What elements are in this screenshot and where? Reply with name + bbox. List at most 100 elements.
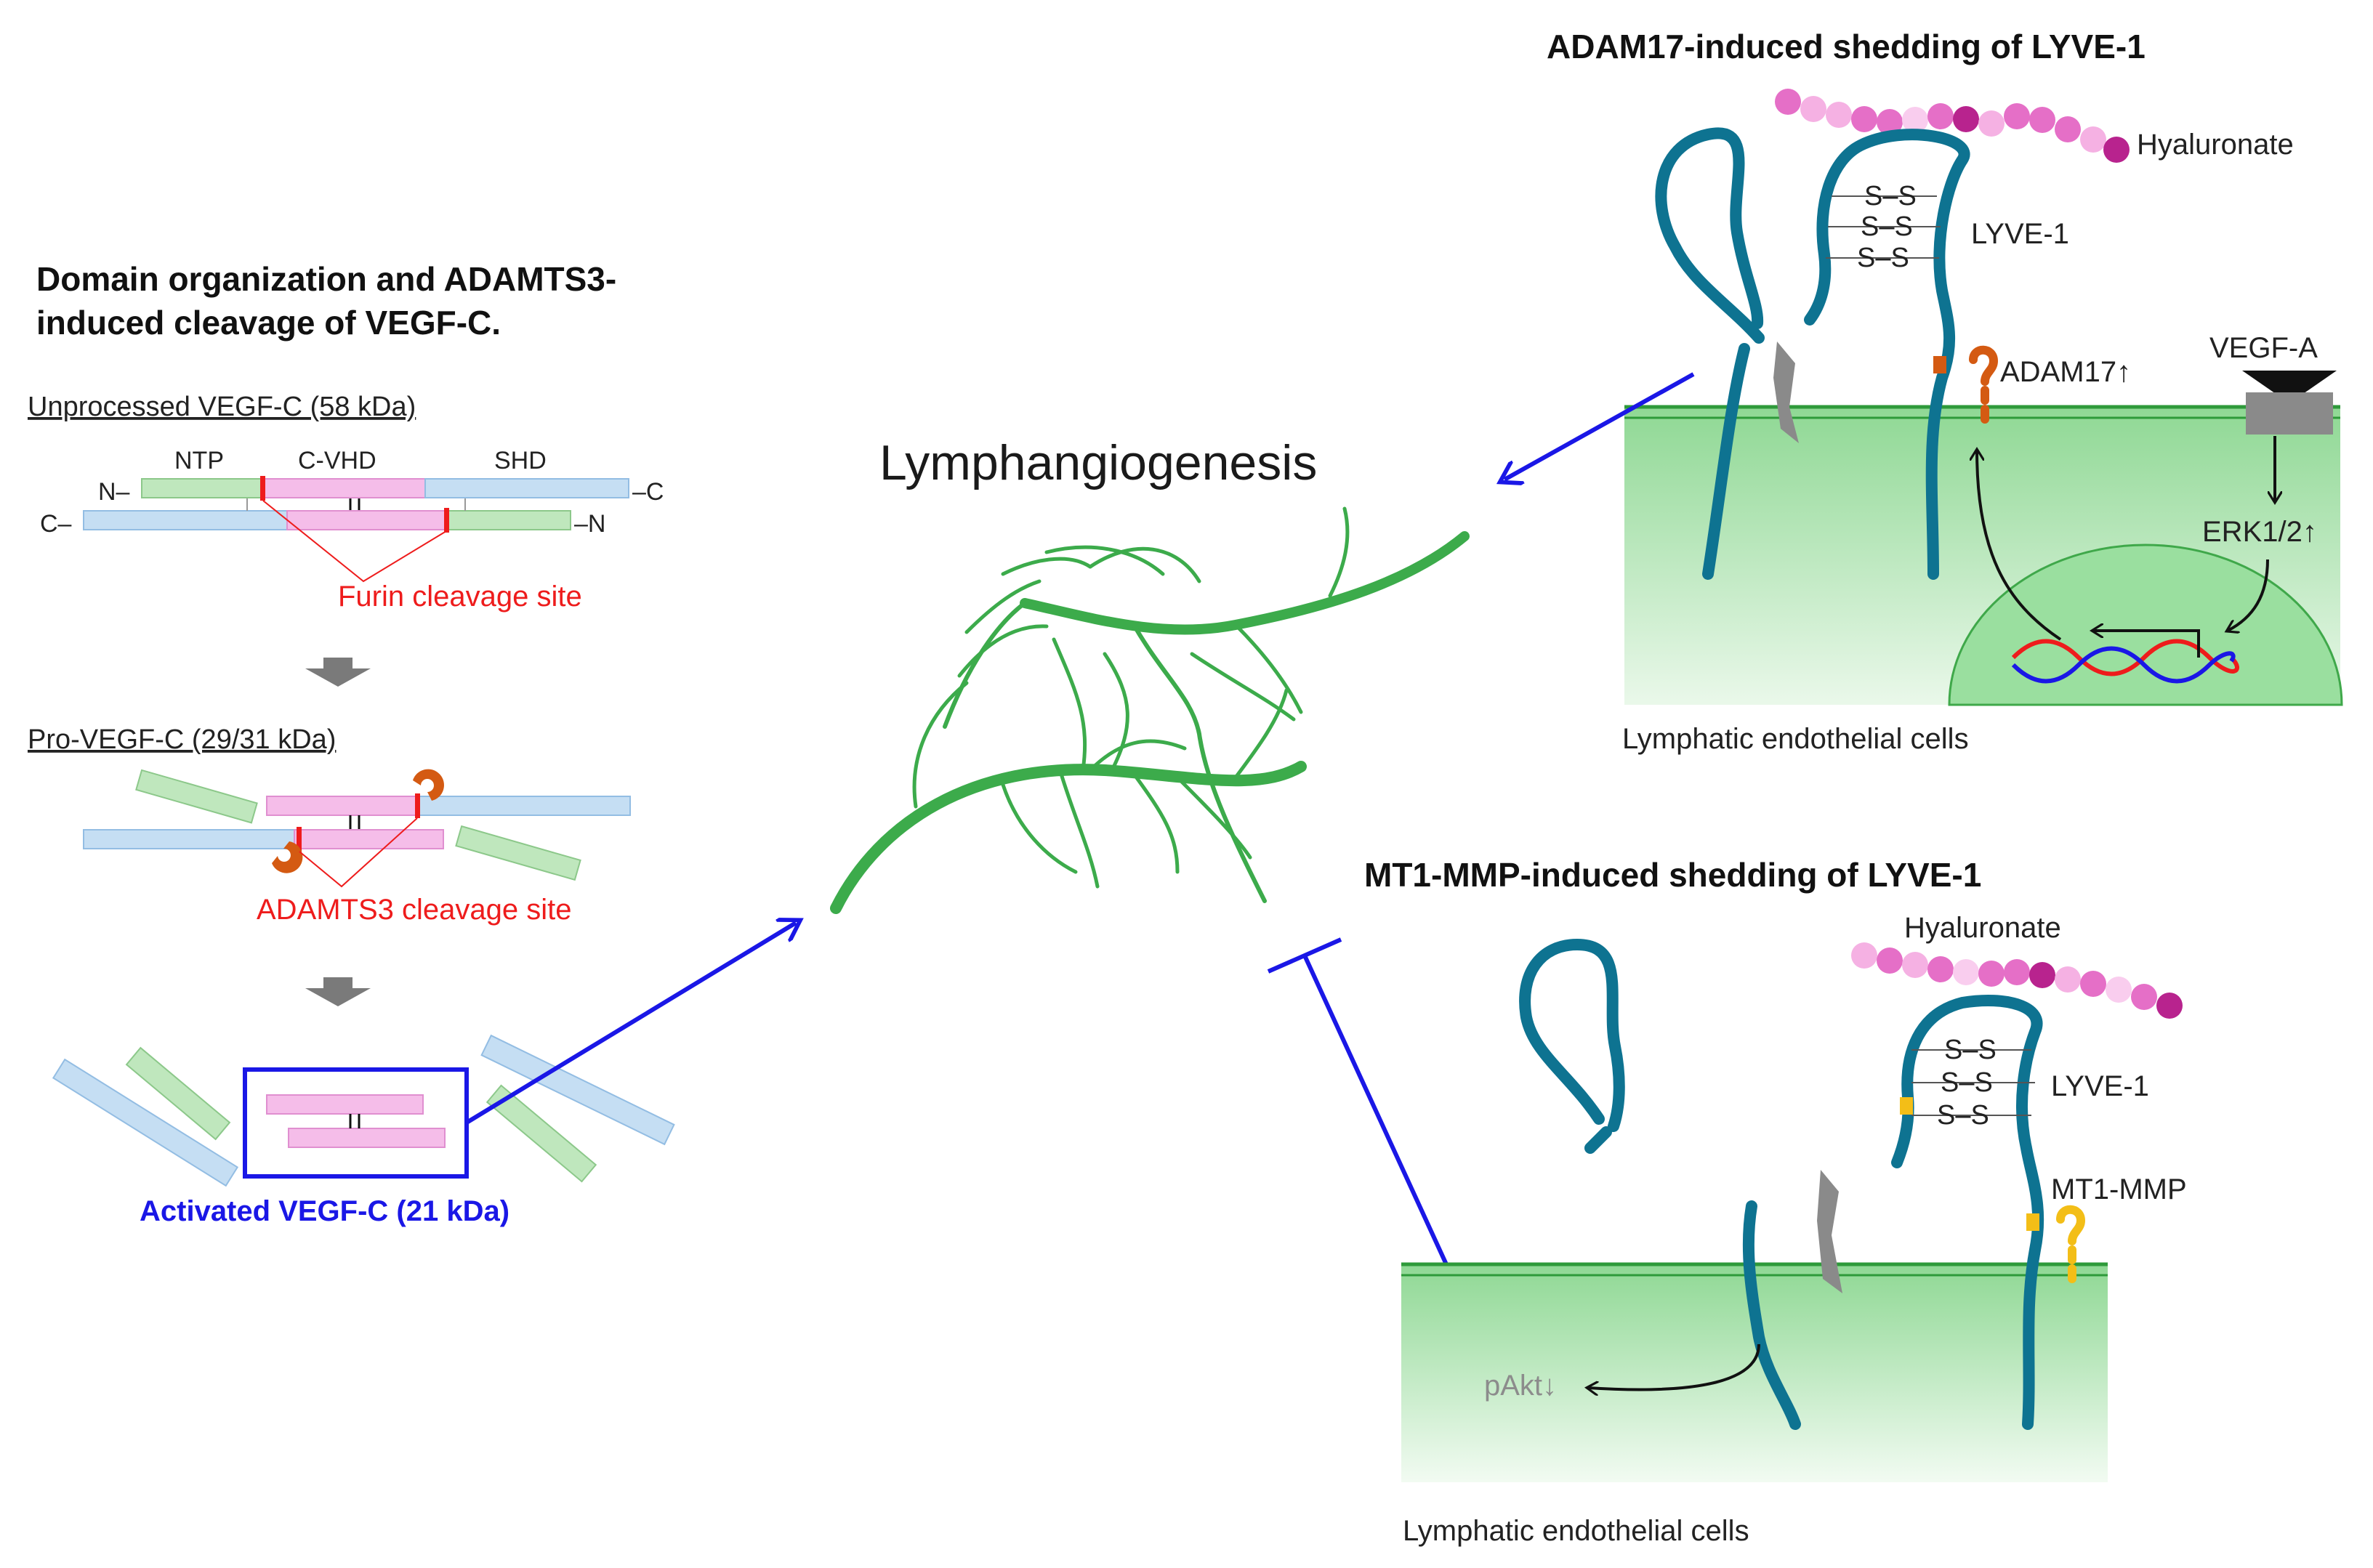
cvhd-domain-top <box>261 478 426 498</box>
signal-arrow <box>1588 1343 1760 1390</box>
lyve1-shed-stub <box>1702 343 1750 580</box>
domain-cvhd-label: C-VHD <box>298 447 376 474</box>
erk-label: ERK1/2↑ <box>2202 516 2317 548</box>
lyve1-shed-ectodomain <box>1519 938 1625 1132</box>
adam17-panel-heading: ADAM17-induced shedding of LYVE-1 <box>1547 28 2146 65</box>
adamts3-pointer <box>299 817 418 888</box>
lyve1-shed-stub <box>1742 1200 1801 1430</box>
process-arrow <box>305 977 371 1006</box>
vegf-receptor-icon <box>2246 392 2333 435</box>
domain-ntp-label: NTP <box>174 447 224 474</box>
shd-domain-bottom <box>83 510 288 530</box>
furin-pointer <box>262 500 447 583</box>
disulfide-label: S–S <box>1861 211 1913 242</box>
pakt-label: pAkt↓ <box>1484 1370 1557 1402</box>
shd-domain-top <box>419 796 631 816</box>
furin-cleavage-label: Furin cleavage site <box>338 581 582 613</box>
expression-arrow <box>1977 450 2062 641</box>
disulfide-label: S–S <box>1937 1100 1989 1131</box>
process-arrow <box>305 658 371 687</box>
lyve1-label: LYVE-1 <box>1971 218 2069 250</box>
lymphatic-vessel-network <box>830 506 1470 914</box>
ntp-fragment <box>125 1046 231 1141</box>
c-terminus-top: –C <box>632 478 664 506</box>
inhibition-bar <box>1267 937 1342 974</box>
vegfa-label: VEGF-A <box>2209 332 2318 364</box>
activated-vegfc-box <box>243 1067 469 1179</box>
ntp-domain-top <box>141 478 262 498</box>
activated-vegfc <box>52 1034 675 1187</box>
cvhd-domain-top <box>266 796 420 816</box>
cells-label: Lymphatic endothelial cells <box>1403 1515 1749 1547</box>
mt1mmp-shedding-panel: MT1-MMP-induced shedding of LYVE-1 Hyalu… <box>1364 856 2187 1547</box>
cvhd-domain-bottom <box>286 510 448 530</box>
c-terminus-bottom: C– <box>40 510 72 538</box>
n-terminus-top: N– <box>98 478 130 506</box>
hyaluronate-label: Hyaluronate <box>2137 129 2294 161</box>
mt1mmp-label: MT1-MMP <box>2051 1173 2187 1205</box>
adam17-shedding-panel: ADAM17-induced shedding of LYVE-1 Hyalur… <box>1504 28 2343 755</box>
unprocessed-dimer: N– –C C– –N <box>40 476 664 538</box>
mt1mmp-enzyme-icon <box>2056 1205 2086 1283</box>
lyve1-label: LYVE-1 <box>2051 1070 2149 1102</box>
shd-fragment <box>480 1034 675 1146</box>
disulfide-bonds: S–S S–S S–S <box>1826 181 1941 273</box>
hyaluronate-chain <box>1775 89 2130 163</box>
ntp-fragment-bottom <box>455 825 581 881</box>
panel-heading-line1: Domain organization and ADAMTS3- <box>36 260 616 298</box>
activation-arrow <box>465 923 796 1125</box>
hyaluronate-chain <box>1851 942 2183 1019</box>
activated-vegfc-label: Activated VEGF-C (21 kDa) <box>140 1195 509 1227</box>
adam17-binding-site <box>1933 356 1946 373</box>
cells-label: Lymphatic endothelial cells <box>1622 723 1969 755</box>
shd-domain-top <box>424 478 629 498</box>
adam17-label: ADAM17↑ <box>2000 356 2131 388</box>
vegfa-ligand-icon <box>2242 371 2337 403</box>
ntp-fragment <box>486 1084 597 1183</box>
ntp-fragment-top <box>135 769 258 824</box>
pro-vegfc-label: Pro-VEGF-C (29/31 kDa) <box>28 724 336 755</box>
adamts3-site-top <box>415 793 420 818</box>
lyve1-shed-ectodomain <box>1655 127 1765 344</box>
pro-vegfc-dimer <box>83 769 631 881</box>
shd-fragment <box>52 1058 239 1187</box>
cleaved-fragment-icon <box>1817 1170 1842 1293</box>
transcription-arrow <box>2093 631 2200 658</box>
adam17-enzyme-icon <box>1969 345 1999 424</box>
nucleus <box>1948 543 2343 706</box>
shedding-arrow <box>1504 372 1695 480</box>
furin-site-bottom <box>444 508 449 533</box>
adamts3-enzyme-icon <box>413 769 444 801</box>
shd-domain-bottom <box>83 829 295 849</box>
furin-site-top <box>260 476 265 501</box>
disulfide-bonds: S–S S–S S–S <box>1911 1035 2035 1131</box>
cvhd-domain-top <box>266 1094 424 1115</box>
mt1mmp-binding-site <box>2026 1213 2039 1231</box>
n-terminus-bottom: –N <box>574 510 605 538</box>
lymphangiogenesis-center: Lymphangiogenesis <box>830 435 1488 1353</box>
disulfide-label: S–S <box>1941 1067 1993 1098</box>
mt1mmp-panel-heading: MT1-MMP-induced shedding of LYVE-1 <box>1364 856 1981 894</box>
cvhd-domain-bottom <box>288 1128 446 1148</box>
hyaluronate-label: Hyaluronate <box>1904 912 2061 944</box>
signal-arrow <box>2228 559 2269 631</box>
mt1mmp-binding-site <box>1900 1097 1913 1115</box>
disulfide-label: S–S <box>1857 243 1909 273</box>
adamts3-site-bottom <box>297 827 302 852</box>
ntp-domain-bottom <box>446 510 571 530</box>
adamts3-enzyme-icon <box>272 841 303 873</box>
unprocessed-label: Unprocessed VEGF-C (58 kDa) <box>28 392 416 422</box>
lyve1-receptor <box>1804 129 1970 580</box>
dna-helix <box>2011 639 2239 684</box>
cleaved-fragment-icon <box>1773 342 1799 443</box>
panel-heading-line2: induced cleavage of VEGF-C. <box>36 304 501 342</box>
lyve1-receptor <box>1891 995 2044 1430</box>
disulfide-label: S–S <box>1944 1035 1997 1065</box>
cvhd-domain-bottom <box>294 829 444 849</box>
center-title: Lymphangiogenesis <box>879 435 1317 490</box>
lyve1-fragment <box>1584 1126 1612 1154</box>
vegfc-processing-panel: Domain organization and ADAMTS3- induced… <box>28 260 796 1227</box>
domain-shd-label: SHD <box>494 447 547 474</box>
disulfide-label: S–S <box>1864 181 1917 211</box>
